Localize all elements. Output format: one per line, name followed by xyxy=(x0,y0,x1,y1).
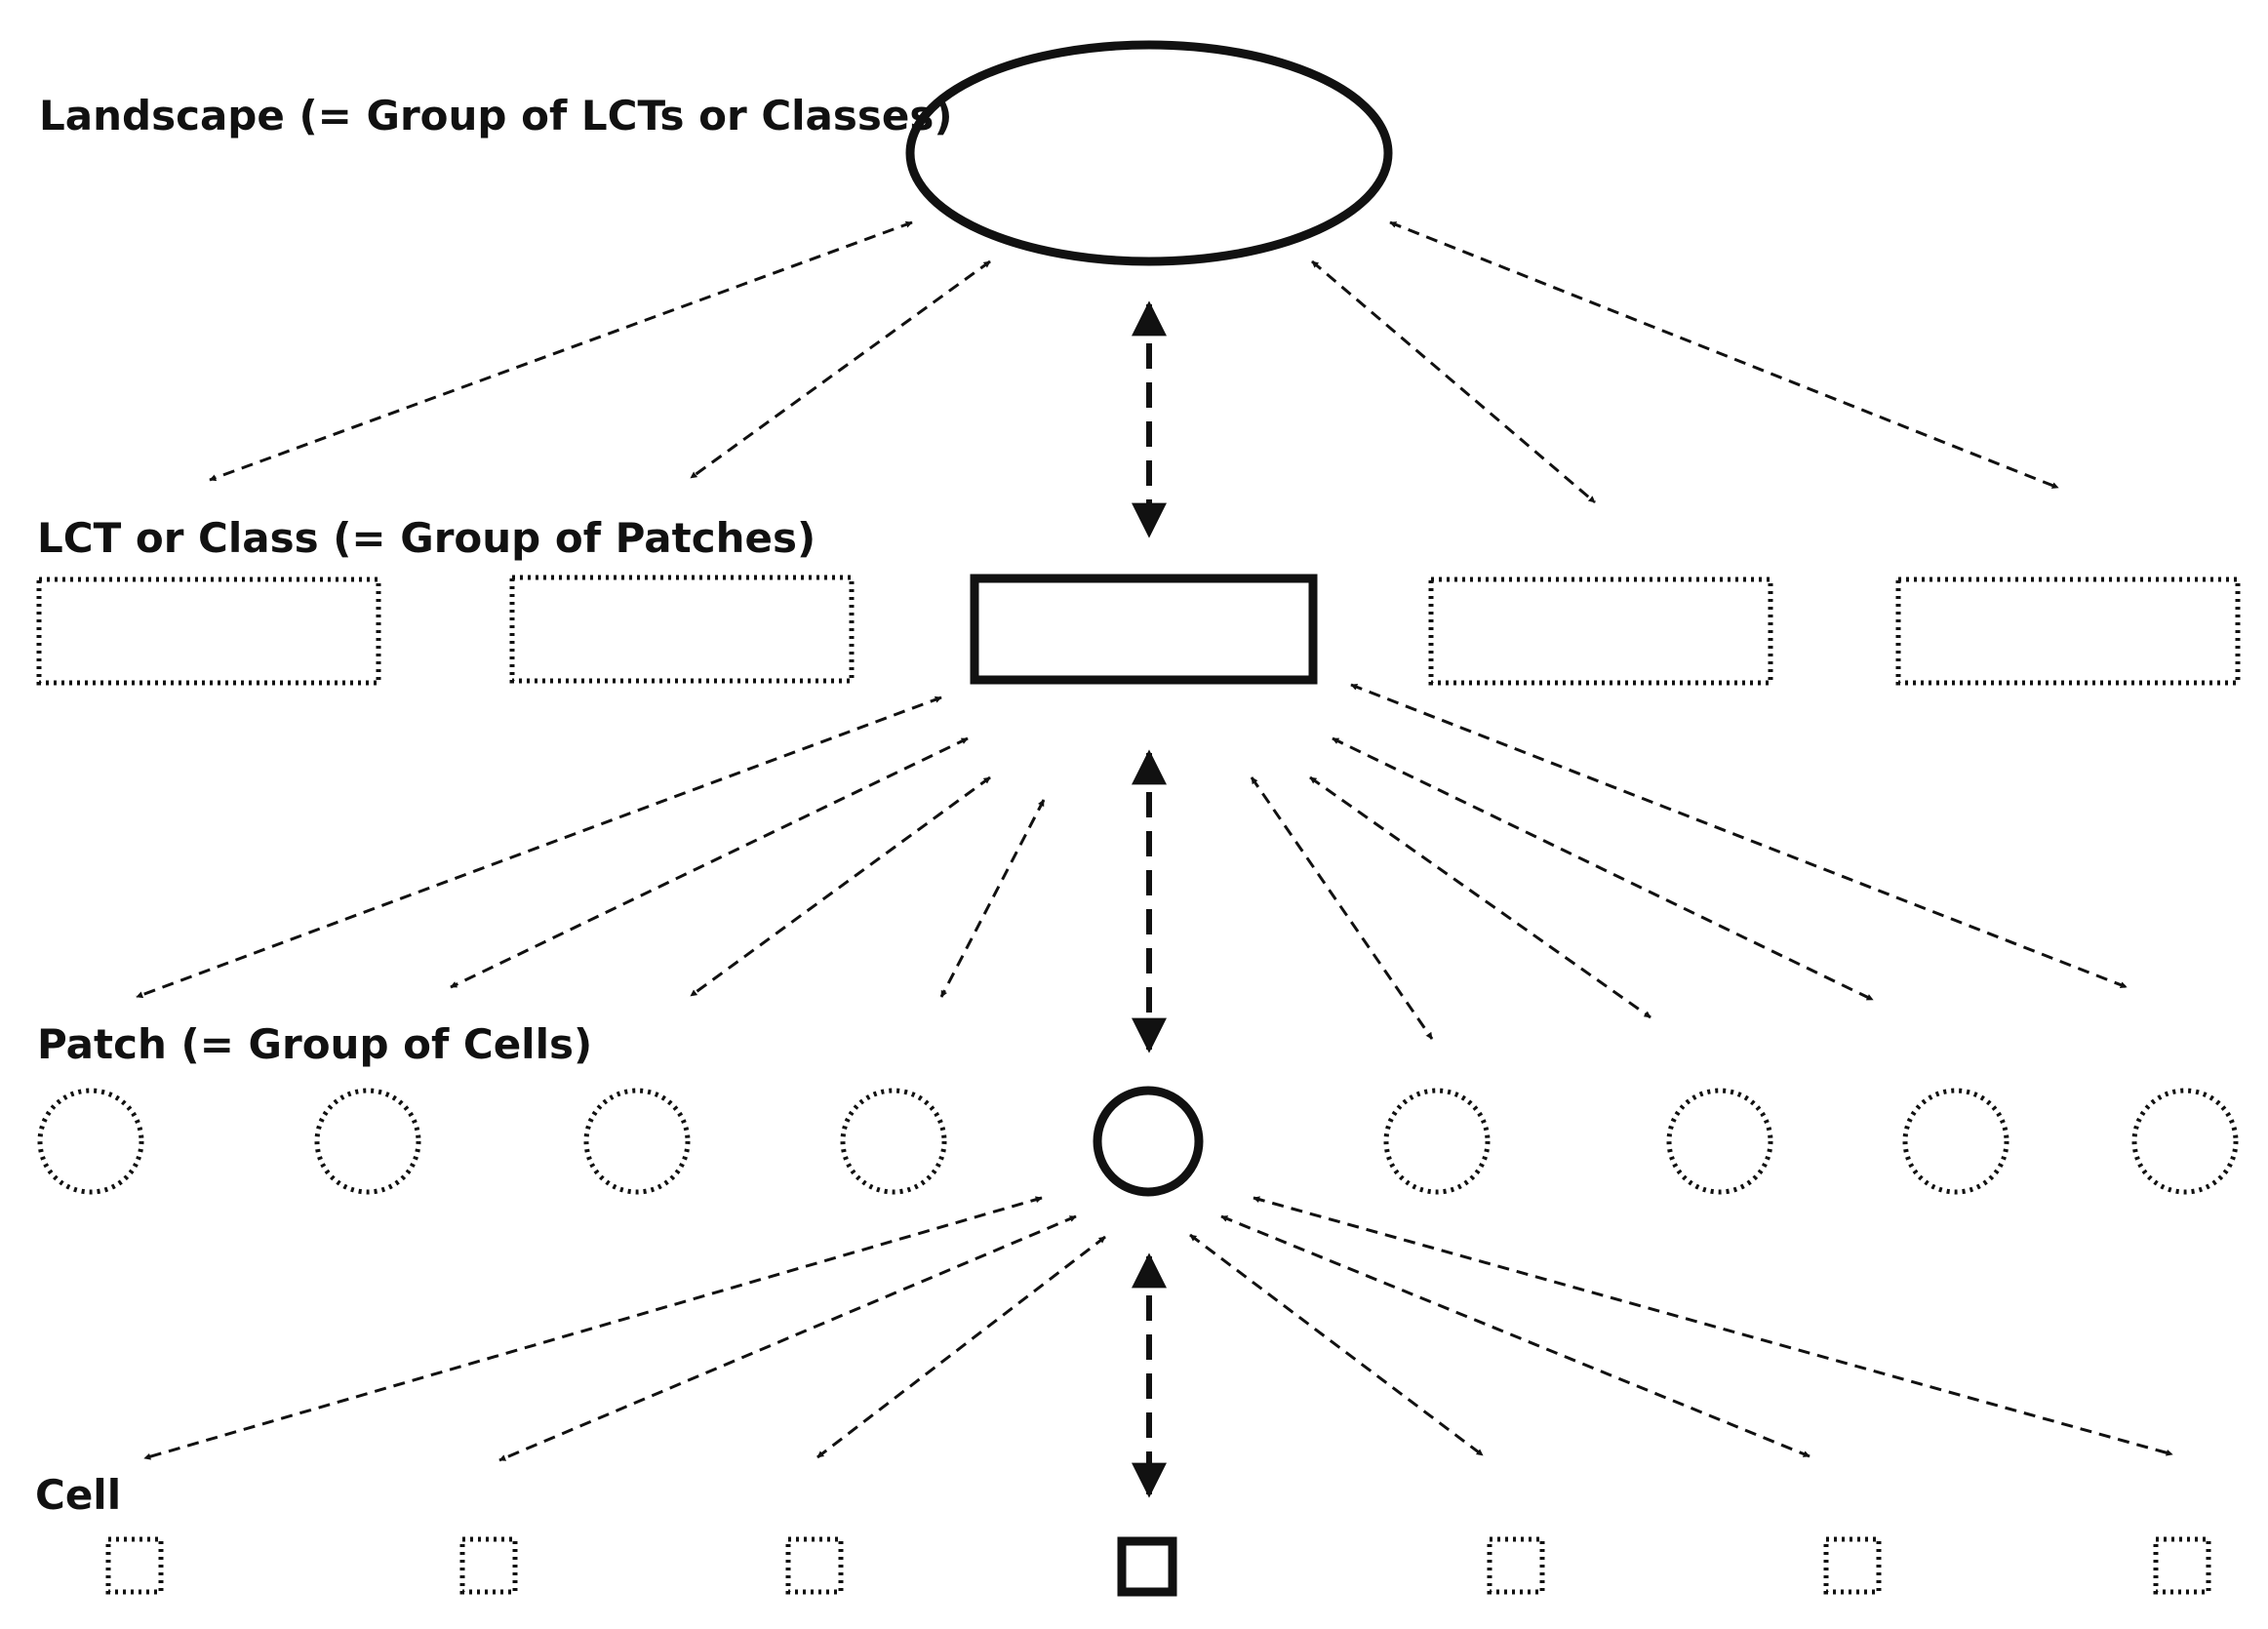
arrow-lct-patch-2 xyxy=(450,736,969,989)
label-lct-or-class: LCT or Class (= Group of Patches) xyxy=(37,514,816,562)
patch-circle-6 xyxy=(1383,1088,1491,1195)
arrow-lct-patch-8 xyxy=(1332,736,1874,1002)
cell-square-2 xyxy=(459,1536,518,1595)
lct-box-1 xyxy=(36,576,381,686)
landscape-ellipse xyxy=(905,40,1393,266)
patch-circle-2 xyxy=(314,1088,421,1195)
patch-circle-9 xyxy=(2131,1088,2239,1195)
arrow-lct-patch-1 xyxy=(136,695,942,999)
patch-row xyxy=(37,1086,2239,1197)
cell-square-1 xyxy=(105,1536,164,1595)
arrow-patch-cell-6 xyxy=(1220,1214,1810,1458)
lct-box-2 xyxy=(509,575,855,684)
arrow-landscape-lct-1 xyxy=(209,220,913,482)
label-patch: Patch (= Group of Cells) xyxy=(37,1020,593,1068)
patch-circle-4 xyxy=(840,1088,947,1195)
cell-square-7 xyxy=(2153,1536,2211,1595)
patch-circle-center xyxy=(1093,1086,1204,1197)
arrow-lct-patch-9 xyxy=(1350,683,2128,989)
label-cell: Cell xyxy=(35,1471,122,1519)
lct-row xyxy=(36,574,2241,686)
arrow-landscape-lct-2 xyxy=(690,259,991,480)
arrows-patch-to-cell xyxy=(143,1196,2173,1462)
arrow-patch-cell-3 xyxy=(816,1235,1106,1459)
lct-box-center xyxy=(970,574,1318,685)
cell-square-6 xyxy=(1823,1536,1882,1595)
cell-row xyxy=(105,1536,2211,1597)
cell-square-5 xyxy=(1487,1536,1545,1595)
arrow-lct-patch-7 xyxy=(1309,775,1651,1019)
cell-square-3 xyxy=(785,1536,844,1595)
arrow-lct-patch-4 xyxy=(939,799,1046,998)
arrows-lct-to-patch xyxy=(136,683,2128,1040)
cell-square-center xyxy=(1117,1536,1177,1597)
lct-box-5 xyxy=(1895,576,2241,686)
arrow-patch-cell-1 xyxy=(143,1196,1043,1460)
label-landscape: Landscape (= Group of LCTs or Classes) xyxy=(39,92,953,139)
patch-circle-7 xyxy=(1666,1088,1773,1195)
arrow-patch-cell-2 xyxy=(498,1214,1077,1462)
arrow-patch-cell-5 xyxy=(1189,1233,1484,1457)
patch-circle-1 xyxy=(37,1088,144,1195)
arrows-landscape-to-lct xyxy=(209,220,2059,504)
arrow-landscape-lct-4 xyxy=(1311,259,1596,504)
arrow-landscape-lct-5 xyxy=(1389,220,2059,490)
lct-box-4 xyxy=(1428,576,1773,686)
arrow-patch-cell-7 xyxy=(1253,1196,2173,1456)
patch-circle-3 xyxy=(583,1088,691,1195)
patch-circle-8 xyxy=(1902,1088,2009,1195)
arrow-lct-patch-6 xyxy=(1250,776,1434,1040)
arrow-lct-patch-3 xyxy=(690,775,991,998)
